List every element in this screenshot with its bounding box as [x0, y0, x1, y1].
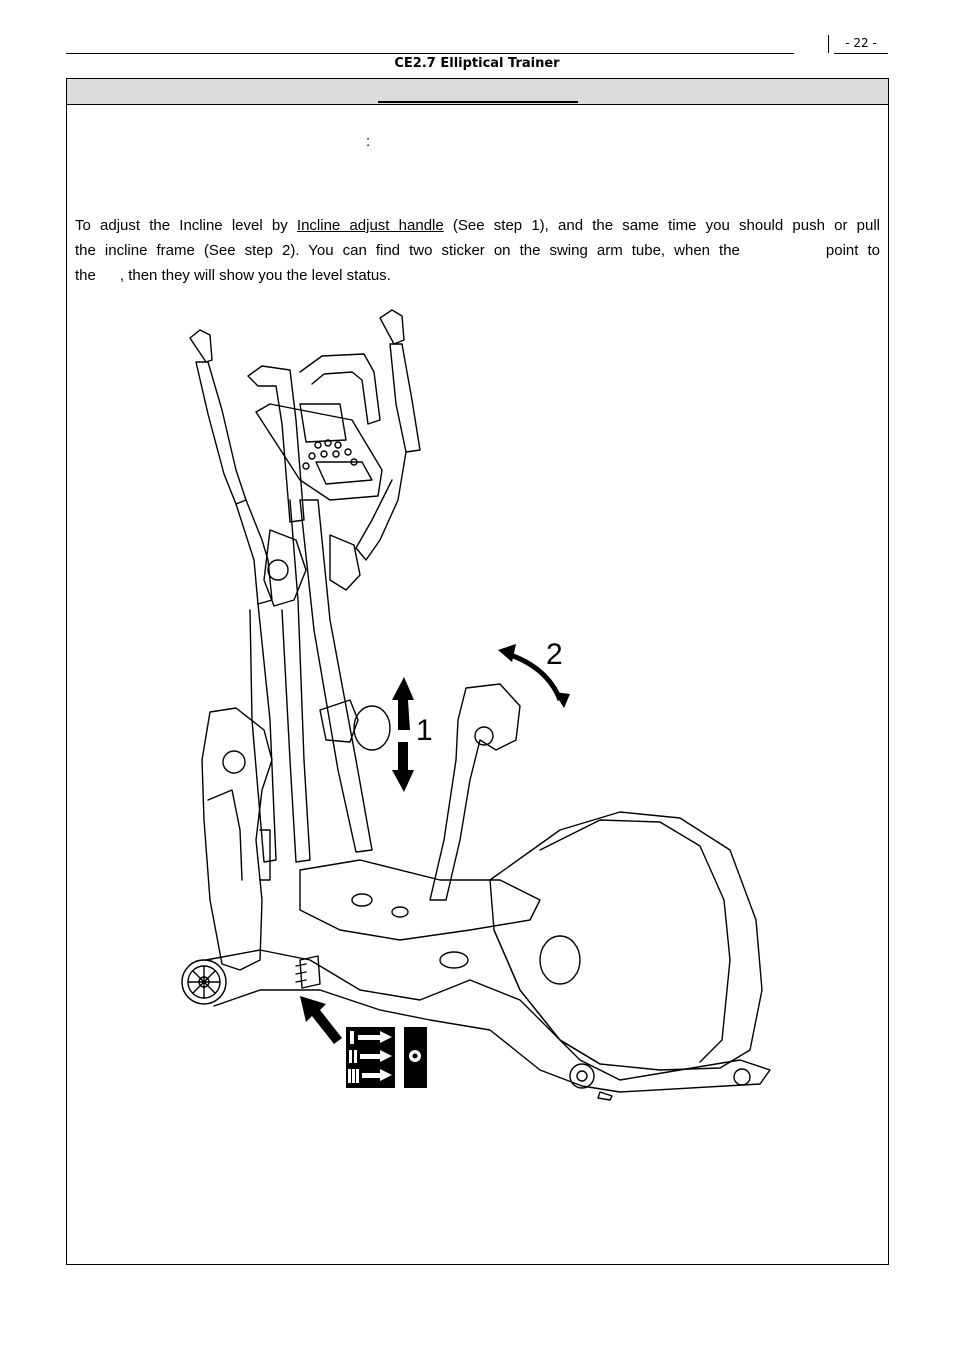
rear-wheel — [181, 959, 227, 1005]
front-wheel — [569, 1063, 751, 1101]
step2-arrowhead-start — [498, 644, 516, 662]
section-subheading-colon: : — [366, 133, 371, 150]
main-mast — [263, 499, 373, 863]
step1-label: 1 — [416, 714, 433, 747]
step1-arrow — [392, 677, 414, 792]
base-frame — [205, 859, 771, 1093]
header-rule — [66, 53, 794, 54]
incline-adjust-handle-term: Incline adjust handle — [296, 217, 444, 234]
flywheel-housing — [489, 811, 763, 1071]
step2-label: 2 — [546, 638, 563, 671]
document-title: CE2.7 Elliptical Trainer — [394, 56, 560, 71]
right-pedal-arm — [429, 683, 521, 901]
section-heading-band — [67, 79, 888, 105]
page-number-divider — [828, 35, 829, 53]
incline-handle — [319, 699, 391, 751]
instruction-paragraph: To adjust the Incline level by Incline a… — [75, 213, 880, 288]
left-pedal-arm — [201, 707, 273, 971]
pointer-sticker — [404, 1027, 427, 1088]
section-heading-underline — [378, 101, 578, 103]
paragraph-text: (See step 1), and the same time you shou… — [443, 217, 881, 234]
console — [255, 403, 383, 501]
paragraph-text: , then they will show you the level stat… — [119, 267, 391, 284]
step2-arrowhead-end — [554, 692, 570, 708]
content-frame: : To adjust the Incline level by Incline… — [66, 78, 889, 1265]
paragraph-line-2: the incline frame (See step 2). You can … — [75, 238, 880, 263]
page-number-rule — [834, 53, 888, 54]
paragraph-line-1: To adjust the Incline level by Incline a… — [75, 213, 880, 238]
level-sticker — [346, 1027, 395, 1088]
sticker-pointer-arrow — [300, 996, 342, 1044]
paragraph-text: point to — [825, 242, 880, 259]
paragraph-text: the incline frame (See step 2). You can … — [75, 242, 740, 259]
paragraph-text: the — [75, 267, 96, 284]
paragraph-line-3: the , then they will show you the level s… — [75, 263, 880, 288]
page-number: - 22 - — [845, 36, 877, 50]
static-handlebar — [247, 353, 381, 523]
right-handlebar — [355, 309, 421, 561]
paragraph-text: To adjust the Incline level by — [75, 217, 297, 234]
